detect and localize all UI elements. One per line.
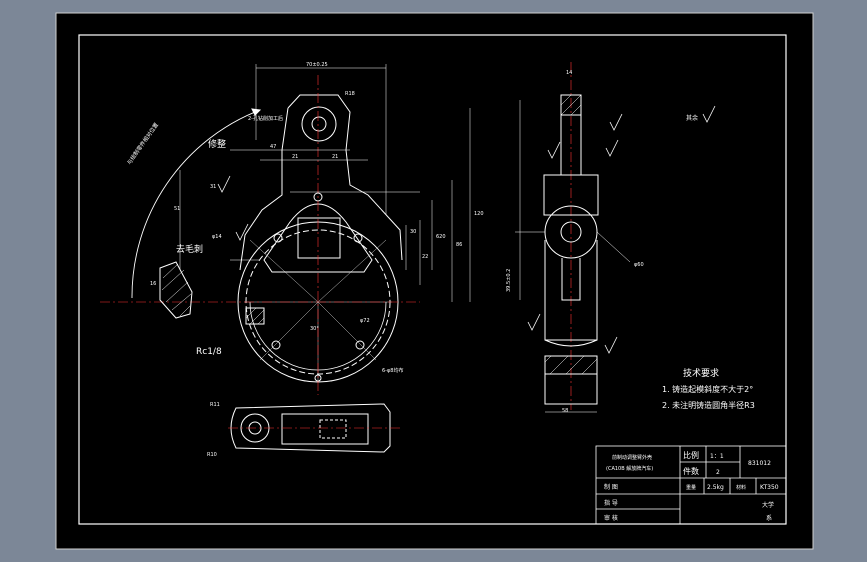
dim-dia72: φ72: [360, 318, 370, 324]
dim-r18: R18: [345, 91, 355, 97]
part-sub: (CA10B 解放牌汽车): [606, 465, 653, 472]
weight-label: 重量: [686, 484, 696, 491]
bottom-inner-slot: [281, 413, 369, 445]
tech-item-2: 2. 未注明铸造圆角半径R3: [662, 400, 755, 410]
side-dim-lines: [515, 100, 631, 413]
drawn-label: 制 图: [604, 483, 618, 491]
dim-30: 30: [410, 229, 416, 235]
side-break-line: [544, 339, 598, 347]
title-block: [595, 445, 787, 525]
technical-requirements: 技术要求 1. 铸造起模斜度不大于2° 2. 未注明铸造圆角半径R3: [662, 367, 755, 410]
bolt-hole-1: [273, 233, 283, 243]
other-rough-label: 其余: [686, 114, 698, 122]
section-hatch: [161, 263, 192, 317]
dim-21b: 21: [332, 154, 338, 160]
side-body-lower: [544, 240, 598, 341]
dim-right-len: 39.5±0.2: [506, 269, 512, 292]
other-rough-symbol: [702, 105, 716, 123]
dim-holes: 6-φ8均布: [382, 367, 403, 374]
dim-620: 620: [436, 234, 446, 240]
scale-value: 1：1: [710, 453, 724, 460]
school-1: 大学: [762, 501, 774, 509]
dim-21a: 21: [292, 154, 298, 160]
review-label: 审 核: [604, 514, 618, 522]
side-body-top: [543, 174, 599, 216]
dim-bottom-r10: R10: [207, 452, 217, 458]
bolt-hole-2: [353, 233, 363, 243]
dim-right-top: 14: [566, 70, 572, 76]
arm-outline-left: [239, 107, 289, 271]
qty-label: 件数: [683, 466, 699, 476]
qty-value: 2: [716, 469, 720, 476]
front-view: [100, 64, 471, 395]
side-base: [544, 373, 598, 405]
dim-16: 16: [150, 281, 156, 287]
bottom-hidden: [319, 419, 347, 439]
front-labels: 修整 去毛刺 Rc1/8: [176, 138, 226, 357]
part-name: 前制动调整臂外壳: [612, 454, 652, 461]
dim-right-dia: φ60: [634, 262, 644, 268]
guide-label: 指 导: [604, 499, 618, 507]
bottom-outline: [230, 403, 391, 453]
tech-item-1: 1. 铸造起模斜度不大于2°: [662, 384, 753, 394]
dim-31: 31: [210, 184, 216, 190]
inner-window: [297, 217, 341, 259]
section-lever: [159, 261, 193, 319]
dim-47: 47: [270, 144, 276, 150]
bottom-texts: R11 R10: [207, 402, 220, 458]
dim-22: 22: [422, 254, 428, 260]
label-xiuzheng: 修整: [208, 138, 226, 150]
dim-side-120: 120: [474, 211, 484, 217]
side-hub-hole: [560, 221, 582, 243]
inner-cavity: [263, 203, 373, 273]
tech-heading: 技术要求: [683, 367, 719, 379]
title-block-texts: 前制动调整臂外壳 (CA10B 解放牌汽车) 比例 1：1 件数 2 83101…: [604, 450, 779, 522]
side-dimension-texts: 14 φ60 39.5±0.2 58: [506, 70, 644, 414]
dim-51: 51: [174, 206, 180, 212]
title-block-frame: [595, 445, 787, 525]
drawing-number: 831012: [748, 460, 771, 467]
roughness-symbols: [217, 113, 623, 354]
front-dimension-lines: [179, 64, 471, 302]
dim-top-width: 70±0.25: [306, 62, 328, 68]
swing-arc: [131, 109, 261, 299]
bolt-hole-4: [271, 340, 281, 350]
dim-top-note: 2-孔钻削加工后: [248, 115, 283, 122]
dim-angle30: 30°: [310, 326, 319, 332]
weight-value: 2.5kg: [707, 484, 724, 491]
top-hole: [311, 116, 327, 132]
label-qumaoci: 去毛刺: [176, 243, 203, 255]
material-value: KT350: [760, 484, 779, 491]
rc-boss: [245, 307, 265, 325]
material-label: 材料: [736, 484, 746, 491]
dim-dia14: φ14: [212, 234, 222, 240]
dim-side-86: 86: [456, 242, 462, 248]
drawing-frame: [78, 34, 787, 525]
dim-right-bottom: 58: [562, 408, 568, 414]
bolt-hole-3: [355, 340, 365, 350]
school-2: 系: [766, 514, 772, 522]
side-view: [515, 62, 631, 413]
top-boss: [301, 106, 337, 142]
label-rc: Rc1/8: [196, 347, 222, 357]
paper-border: [55, 12, 814, 550]
scale-label: 比例: [683, 450, 699, 460]
dim-bottom-r11: R11: [210, 402, 220, 408]
side-slot: [561, 258, 581, 301]
bottom-view: [228, 403, 400, 453]
